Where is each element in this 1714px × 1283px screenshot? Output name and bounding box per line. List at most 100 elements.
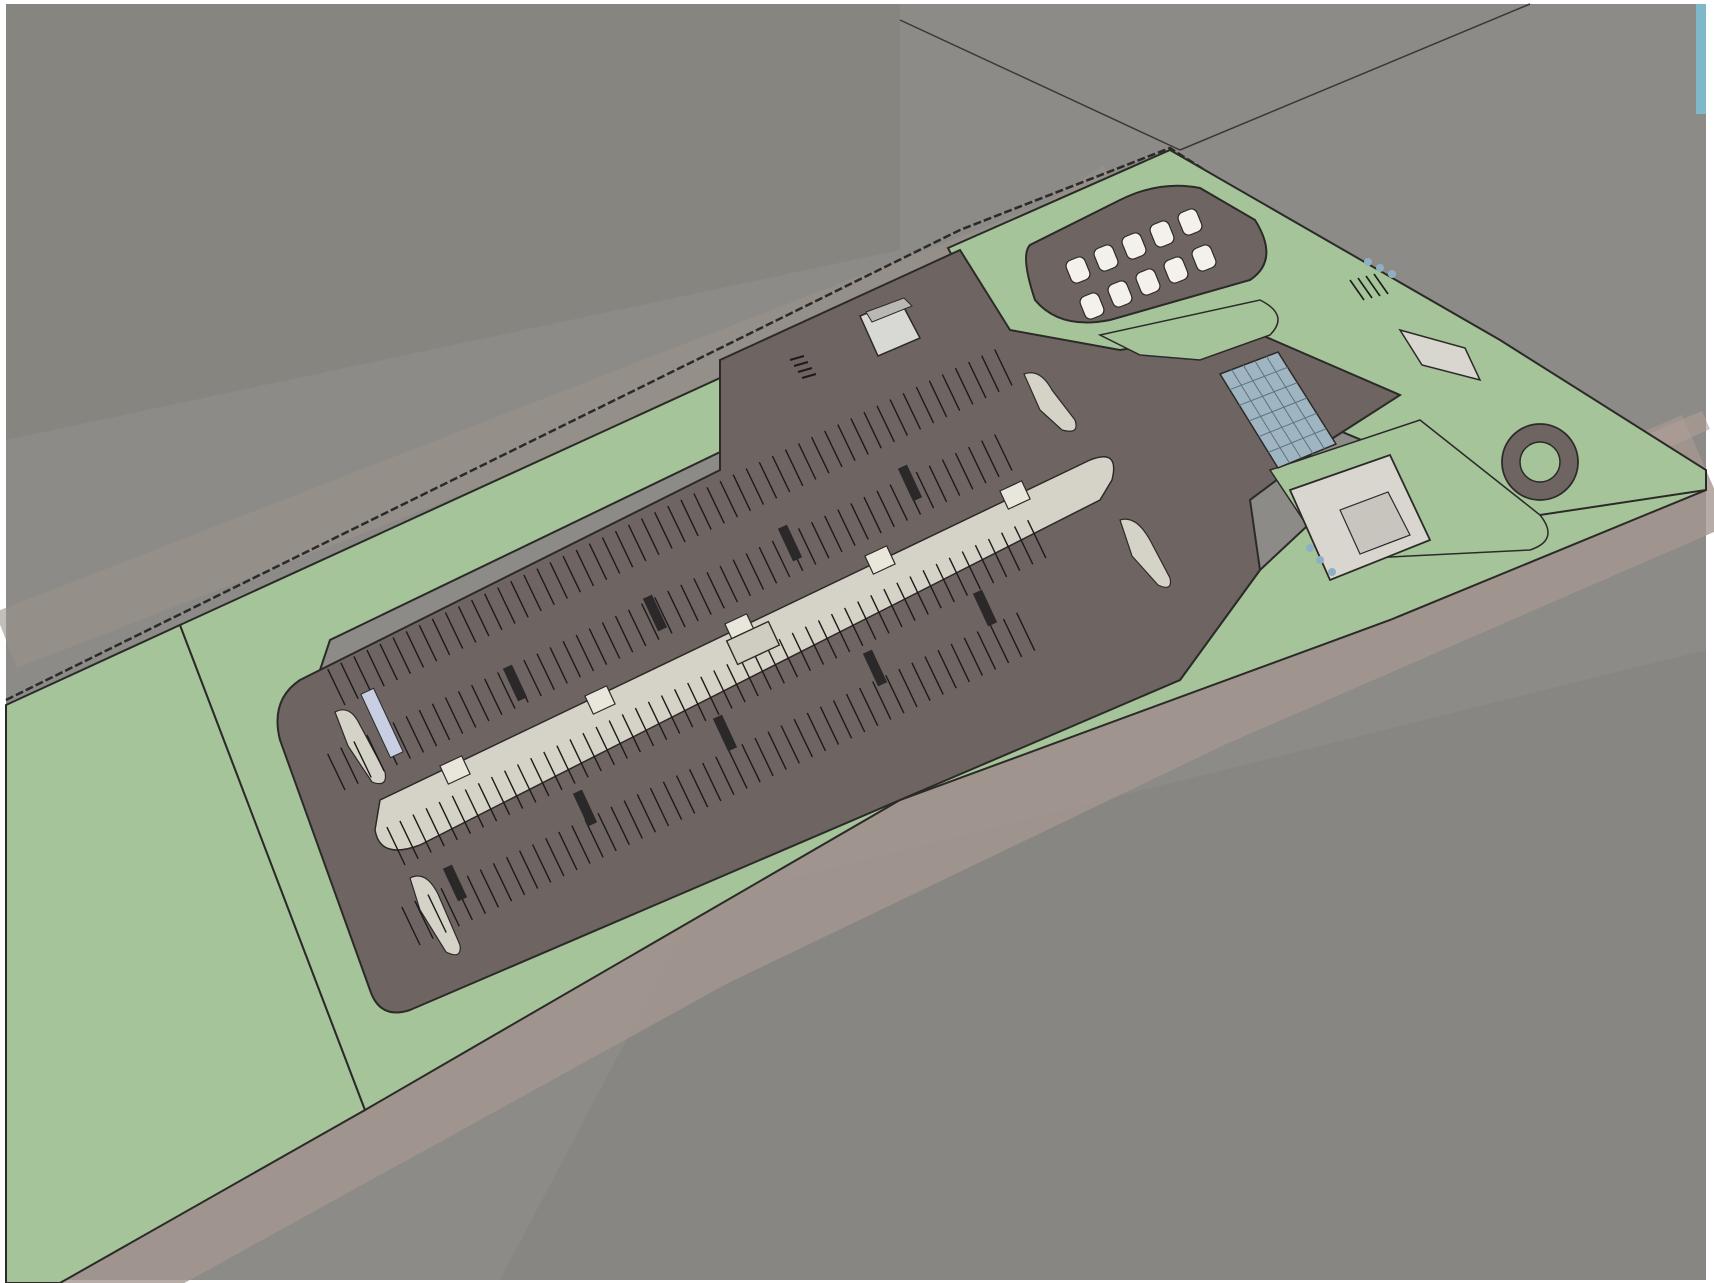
parking-stall-line xyxy=(883,588,903,628)
parking-stall-line xyxy=(713,670,733,709)
parking-stall-line xyxy=(758,546,778,584)
parking-stall-line xyxy=(858,687,879,727)
parking-stall-line xyxy=(640,603,660,641)
parking-stall-line xyxy=(994,434,1013,471)
parking-stall-line xyxy=(647,701,668,741)
parking-stall-line xyxy=(797,443,817,480)
parking-stall-line xyxy=(824,515,843,553)
parking-stall-line xyxy=(621,714,642,753)
parking-stall-line xyxy=(902,392,922,430)
parking-stall-line xyxy=(562,555,582,593)
parking-stall-line xyxy=(414,900,434,940)
parking-stall-line xyxy=(745,468,765,505)
parking-stall-line xyxy=(588,543,608,581)
charger-cabinet xyxy=(862,649,888,687)
roundabout-island xyxy=(1519,441,1561,483)
parking-stall-line xyxy=(806,712,827,752)
parking-stall-line xyxy=(693,493,712,530)
parking-stall-line xyxy=(889,399,909,436)
parking-stall-line xyxy=(741,743,761,783)
charger-cabinet xyxy=(502,664,528,702)
parking-stall-line xyxy=(490,776,511,816)
parking-stall-line xyxy=(392,722,412,760)
parking-stall-line xyxy=(549,647,568,684)
parking-stall-line xyxy=(505,856,526,896)
parking-stall-line xyxy=(702,762,722,802)
parking-stall-line xyxy=(754,737,774,777)
solar-panel-line xyxy=(1258,412,1317,438)
parking-stall-line xyxy=(497,672,516,709)
parking-stall-line xyxy=(915,471,935,509)
parking-stall-line xyxy=(523,574,542,612)
parking-stall-line xyxy=(654,596,673,634)
charger-cabinet xyxy=(777,524,803,562)
charger-cabinet xyxy=(572,789,598,827)
parking-stall-line xyxy=(850,503,869,540)
parking-stall-line xyxy=(830,613,851,653)
parking-stall-line xyxy=(427,894,447,933)
parking-stall-line xyxy=(885,674,905,714)
parking-stall-line xyxy=(660,695,681,734)
parking-stall-line xyxy=(928,465,948,503)
median-kiosk xyxy=(584,685,616,715)
ev-charging-bay xyxy=(1107,280,1133,308)
parking-stall-line xyxy=(843,607,864,647)
parking-stall-line xyxy=(994,349,1013,386)
parking-stall-line xyxy=(719,480,739,518)
parking-stall-line xyxy=(687,682,707,722)
parking-stall-line xyxy=(353,656,372,693)
parking-stall-line xyxy=(418,624,438,662)
parking-stall-line xyxy=(876,490,895,528)
parking-stall-line xyxy=(911,662,931,702)
parking-stall-line xyxy=(688,768,709,808)
parking-stall-line xyxy=(935,563,955,603)
island-ne-1 xyxy=(1023,372,1077,432)
parking-stall-line xyxy=(850,418,869,455)
parking-stall-line xyxy=(654,511,673,549)
parking-stall-line xyxy=(941,459,961,496)
parking-stall-line xyxy=(810,436,830,474)
parking-stall-line xyxy=(484,593,503,631)
parking-stall-line xyxy=(558,831,578,871)
parking-stall-line xyxy=(569,739,589,778)
solar-panel-line xyxy=(1268,428,1327,453)
parking-stall-line xyxy=(673,688,694,728)
median-kiosk xyxy=(864,545,896,575)
charger-cabinet xyxy=(972,589,998,627)
parking-stall-line xyxy=(675,775,696,814)
parking-stall-line xyxy=(503,770,524,809)
parking-stall-line xyxy=(431,618,451,656)
parking-stall-line xyxy=(549,562,568,599)
parking-stall-line xyxy=(614,530,634,568)
solar-panel-line xyxy=(1229,366,1288,391)
charger-cabinet xyxy=(442,864,468,902)
parking-stall-line xyxy=(399,820,419,860)
parking-stall-line xyxy=(425,807,445,847)
parking-stall-line xyxy=(457,690,477,728)
ev-charging-bay xyxy=(1093,244,1119,272)
parking-stall-line xyxy=(767,731,787,770)
parking-stall-line xyxy=(941,374,961,411)
parking-stall-line xyxy=(810,521,830,559)
parking-stall-line xyxy=(470,684,490,722)
field-shading-bottom xyxy=(500,650,1706,1280)
bus-vehicle xyxy=(360,687,404,759)
parking-stall-line xyxy=(518,850,539,889)
parking-stall-line xyxy=(780,725,800,764)
median-kiosk xyxy=(999,480,1031,510)
parking-stall-line xyxy=(1013,526,1034,565)
parking-stall-line xyxy=(857,601,877,640)
parking-stall-line xyxy=(1027,519,1047,559)
median-kiosks xyxy=(439,480,1031,785)
parking-stall-line xyxy=(876,405,895,443)
parking-stall-line xyxy=(562,640,582,678)
parking-stall-line xyxy=(530,757,550,797)
parking-stall-line xyxy=(634,707,655,747)
parking-stall-line xyxy=(837,424,856,462)
parking-stall-line xyxy=(444,697,464,734)
parking-stall-line xyxy=(693,578,712,615)
parking-stall-line xyxy=(327,753,346,791)
parking-stall-line xyxy=(536,568,555,606)
